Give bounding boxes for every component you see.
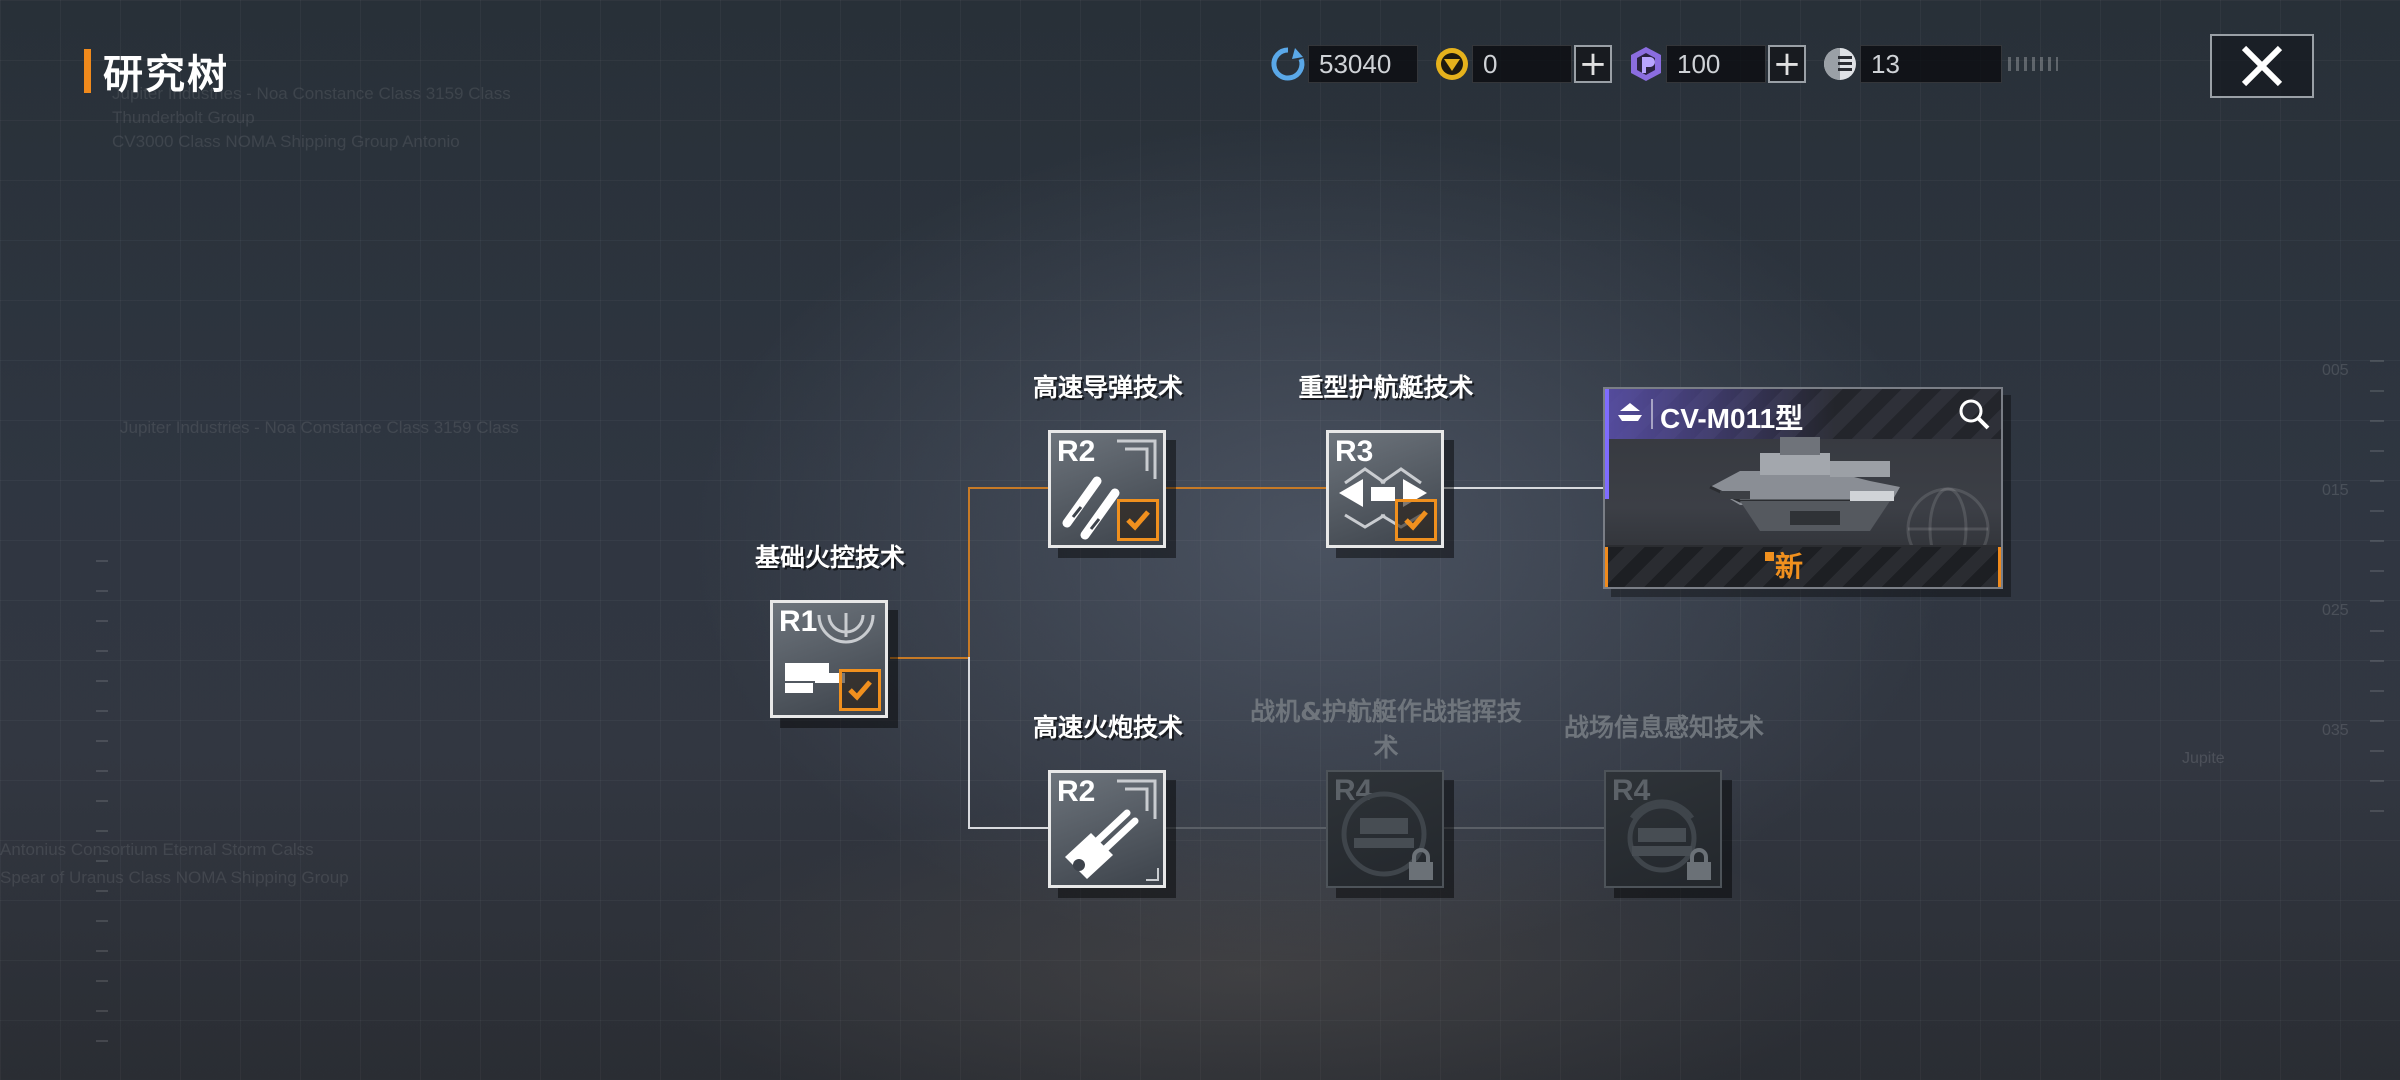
missile-icon: [1062, 476, 1120, 540]
background-lore-text: Thunderbolt Group: [112, 108, 255, 127]
background-lore-text: Spear of Uranus Class NOMA Shipping Grou…: [0, 868, 349, 887]
background-lore-text: CV3000 Class NOMA Shipping Group Antonio: [112, 132, 460, 151]
ship-card-header-glow: [1605, 389, 1835, 439]
tree-connector: [890, 657, 970, 659]
left-scale-ticks: [96, 560, 108, 1060]
node-rank: R3: [1335, 435, 1374, 468]
purple-token-icon: [1626, 44, 1666, 84]
new-badge: 新: [1775, 550, 1804, 583]
ship-reward-card[interactable]: CV-M011型 新: [1603, 387, 2003, 589]
node-rank: R2: [1057, 775, 1096, 808]
resource-bar: 53040 0 + 100 + 13: [1268, 44, 2072, 84]
upgrade-arrows-icon: [1117, 439, 1157, 479]
add-gold-button[interactable]: +: [1574, 45, 1612, 83]
ship-card-footer: [1605, 545, 2001, 587]
tree-connector: [1166, 487, 1326, 489]
gold-shield-icon: [1432, 44, 1472, 84]
tree-connector: [1444, 487, 1604, 489]
right-scale-ticks: [2370, 360, 2384, 820]
cannon-icon: [1065, 809, 1139, 879]
decorative-dashes: [2008, 57, 2058, 71]
new-indicator-dot: [1765, 552, 1774, 561]
footer-edge-right: [1998, 547, 2001, 587]
node-label-r2a: 高速导弹技术: [1032, 373, 1183, 402]
radar-sensor-icon: [1627, 799, 1697, 873]
background-lore-text: Jupiter Industries - Noa Constance Class…: [120, 418, 519, 437]
corner-mark-icon: [1146, 868, 1159, 881]
node-label-r4b: 战场信息感知技术: [1563, 713, 1764, 742]
tech-node-r1[interactable]: R1: [770, 600, 888, 718]
upgrade-arrows-icon: [1117, 779, 1157, 819]
completed-check-icon: [1117, 499, 1159, 541]
close-button[interactable]: [2210, 34, 2314, 98]
scale-label: 015: [2322, 482, 2349, 499]
tree-connector: [1166, 827, 1326, 829]
tree-connector: [1444, 827, 1604, 829]
tech-node-r2a[interactable]: R2: [1048, 430, 1166, 548]
tree-connector: [968, 657, 970, 829]
tech-node-r4a[interactable]: R4: [1326, 770, 1444, 888]
resource-refresh: 53040: [1268, 44, 1418, 84]
tech-node-r4b[interactable]: R4: [1604, 770, 1722, 888]
radar-arc-icon: [817, 613, 875, 644]
resource-ticket: 13: [1820, 44, 2058, 84]
fire-control-icon: [785, 663, 845, 693]
cycle-icon: [1268, 44, 1308, 84]
node-label-r2b: 高速火炮技术: [1032, 713, 1183, 742]
node-rank: R4: [1612, 774, 1651, 807]
ship-model-image: [1709, 437, 1900, 531]
resource-purple: 100 +: [1626, 44, 1806, 84]
page-title: 研究树: [103, 52, 229, 98]
ship-name-separator: [1651, 399, 1653, 429]
tree-connector: [968, 827, 1048, 829]
background-lore-text: Antonius Consortium Eternal Storm Calss: [0, 840, 314, 859]
scale-label: Jupite: [2182, 750, 2225, 767]
command-ship-icon: [1341, 791, 1427, 877]
node-rank: R1: [779, 605, 818, 638]
tree-connector: [968, 487, 1048, 489]
node-label-r3: 重型护航艇技术: [1298, 373, 1474, 402]
scale-label: 005: [2322, 362, 2349, 379]
tree-connector: [968, 487, 970, 659]
completed-check-icon: [839, 669, 881, 711]
rarity-edge: [1605, 389, 1609, 499]
page-header: 研究树: [84, 42, 229, 100]
node-label-r4a: 战机&护航艇作战指挥技术: [1250, 697, 1522, 762]
resource-value: 13: [1860, 45, 2002, 83]
node-rank: R2: [1057, 435, 1096, 468]
tech-node-r3[interactable]: R3: [1326, 430, 1444, 548]
scale-label: 025: [2322, 602, 2349, 619]
add-purple-button[interactable]: +: [1768, 45, 1806, 83]
node-label-r1: 基础火控技术: [754, 543, 905, 572]
lock-icon: [1687, 848, 1711, 880]
footer-edge-left: [1605, 547, 1608, 587]
resource-value: 100: [1666, 45, 1766, 83]
resource-gold: 0 +: [1432, 44, 1612, 84]
tech-node-r2b[interactable]: R2: [1048, 770, 1166, 888]
resource-value: 53040: [1308, 45, 1418, 83]
scale-label: 035: [2322, 722, 2349, 739]
search-icon[interactable]: [1957, 397, 1991, 431]
tab-token-icon: [1820, 44, 1860, 84]
lock-icon: [1409, 848, 1433, 880]
ship-class-icon: [1618, 403, 1642, 421]
resource-value: 0: [1472, 45, 1572, 83]
ship-name: CV-M011型: [1660, 403, 1804, 434]
title-accent-bar: [84, 49, 91, 93]
node-rank: R4: [1334, 774, 1373, 807]
close-icon: [2241, 45, 2283, 87]
completed-check-icon: [1395, 499, 1437, 541]
